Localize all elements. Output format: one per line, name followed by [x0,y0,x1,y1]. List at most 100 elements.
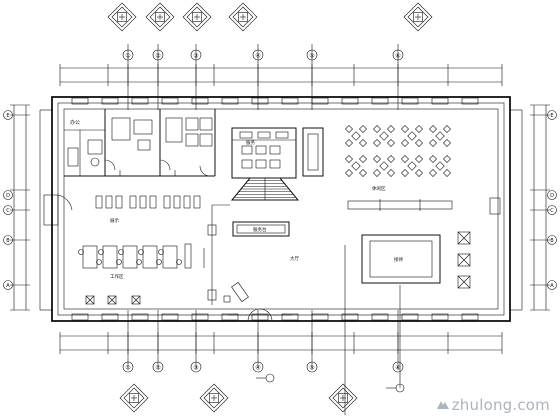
chair [429,139,437,147]
chair [443,139,451,147]
section-box [155,12,165,22]
desk-unit [78,245,102,269]
chair [176,259,182,265]
chair [373,155,381,163]
desk-unit [138,245,162,269]
desk-unit [98,245,122,269]
window-segment [371,97,389,105]
window-segment [401,313,419,321]
room-label-counter: 服务台 [253,226,267,233]
section-diamond-inner [407,6,429,28]
table-top [379,131,389,141]
axis-label-bottom: ④ [255,365,260,372]
window-segment [221,313,239,321]
table-top [351,131,361,141]
window-segment [281,313,299,321]
chair [359,139,367,147]
axis-label-top: ④ [255,53,260,60]
chair [387,125,395,133]
axis-bubble [547,190,557,200]
desk-unit [158,245,182,269]
lounge-table-set [345,155,367,177]
chair [136,259,142,265]
chair [443,155,451,163]
side-walls-detail [39,109,523,311]
axis-bubble [547,205,557,215]
chair [345,155,353,163]
axis-label-right: C [550,208,554,214]
central-service-block: 服务 [230,127,324,201]
axis-bubble [190,49,202,61]
bottom-windows [71,313,479,321]
table-top [351,161,361,171]
window-segment [341,313,359,321]
window-segment [401,97,419,105]
axis-label-bottom: ③ [193,365,198,372]
hall-counter: 服务台 大厅 [203,204,299,305]
work-desks [78,243,192,269]
window-segment [431,313,449,321]
window-segment [251,313,269,321]
axis-bubble [252,49,264,61]
window-segment [131,313,149,321]
watermark: zhulong.com [436,396,550,414]
section-symbol [145,2,175,32]
window-segment [221,97,239,105]
axis-label-top: ③ [193,53,198,60]
axis-bubble [122,49,134,61]
axis-bubble [3,205,13,215]
axis-bubble [306,49,318,61]
chair [429,155,437,163]
window-segment [341,97,359,105]
section-diamond-outer [119,383,149,413]
chair [429,125,437,133]
window-segment [161,313,179,321]
axis-label-right: E [550,113,553,119]
axis-label-right: A [550,283,554,289]
section-symbols [107,2,433,413]
axis-label-left: C [6,208,10,214]
room-label-display: 展示 [110,218,119,224]
window-segment [371,313,389,321]
chair [96,259,102,265]
axis-label-top: ⑥ [395,53,400,60]
section-symbol [228,2,258,32]
window-segment [191,313,209,321]
axis-label-top: ② [155,53,161,60]
axis-label-top: ① [125,53,130,60]
chair [156,259,162,265]
chair [415,139,423,147]
axis-bubble [3,190,13,200]
chair [415,169,423,177]
chair [443,125,451,133]
window-segment [71,97,89,105]
axis-bubble [3,110,13,120]
window-segment [281,97,299,105]
section-symbol [107,2,137,32]
axis-label-right: D [550,193,554,199]
side-dimension-lines [10,104,550,311]
annotation-bubble [265,373,275,383]
room-label-service: 服务 [246,139,255,146]
section-symbol [328,383,358,413]
table-top [435,161,445,171]
section-diamond-inner [203,387,225,409]
axis-bubble [122,361,134,373]
section-diamond-outer [107,2,137,32]
axis-label-left: D [6,193,10,199]
axis-bubble [547,235,557,245]
room-label-office: 办公 [70,119,80,126]
chair [429,169,437,177]
window-segment [431,97,449,105]
window-segment [101,97,119,105]
chair [98,249,104,255]
chair [359,125,367,133]
chair [359,155,367,163]
section-box [209,393,219,403]
stair-outline [230,177,300,201]
section-diamond-outer [182,2,212,32]
axis-label-left: B [6,238,10,244]
axis-label-top: ⑤ [309,53,314,60]
axis-bubble [392,49,404,61]
window-segment [101,313,119,321]
